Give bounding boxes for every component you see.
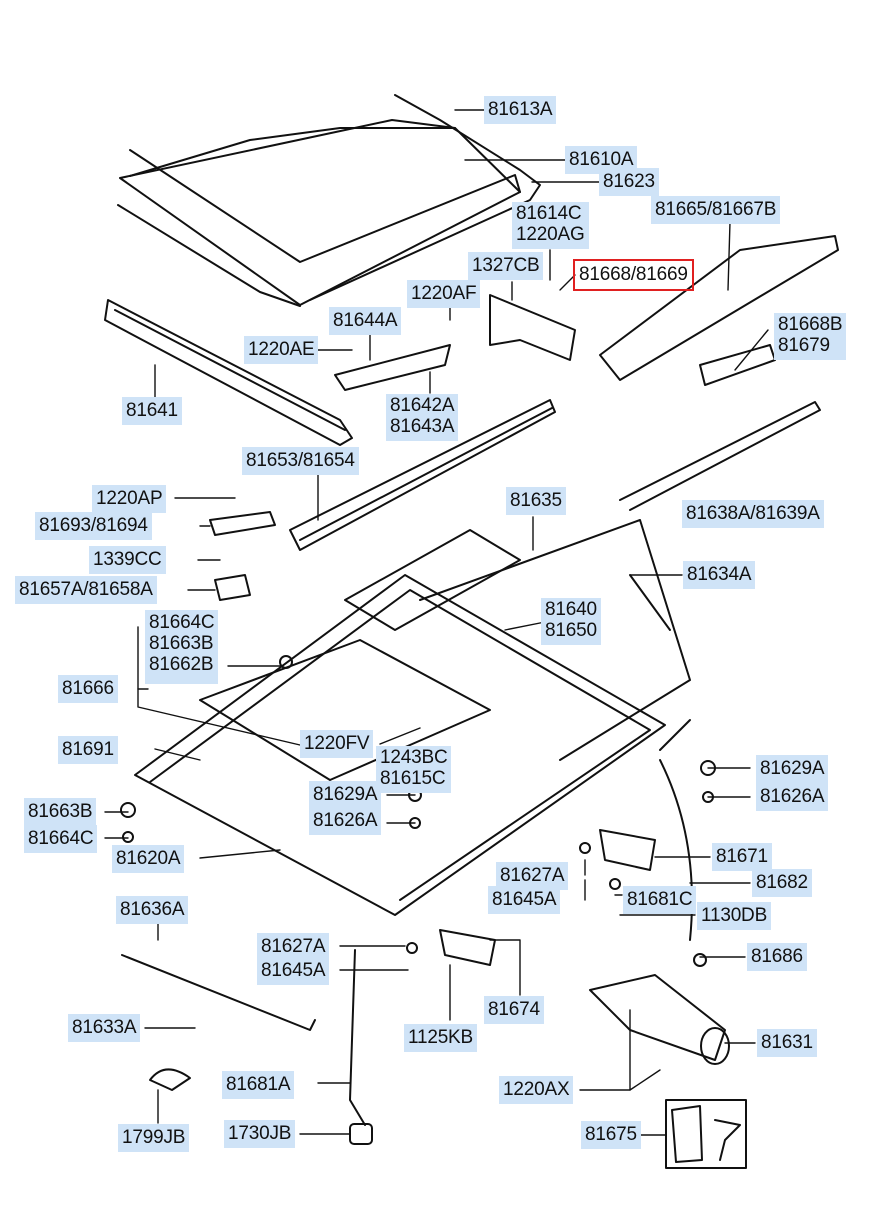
part-label-1220af[interactable]: 1220AF [407, 280, 481, 308]
motor-drawing [589, 974, 730, 1065]
part-label-81691[interactable]: 81691 [58, 736, 118, 764]
part-label-81686[interactable]: 81686 [747, 943, 807, 971]
part-label-81626a-right[interactable]: 81626A [756, 783, 829, 811]
part-label-81623[interactable]: 81623 [599, 168, 659, 196]
part-label-81635[interactable]: 81635 [506, 487, 566, 515]
part-label-81681a[interactable]: 81681A [222, 1071, 295, 1099]
part-label-81636a[interactable]: 81636A [116, 896, 189, 924]
cable-drawing [121, 574, 693, 1126]
part-label-81645a-lower[interactable]: 81645A [257, 957, 330, 985]
part-label-1220fv[interactable]: 1220FV [300, 730, 374, 758]
part-label-1327cb[interactable]: 1327CB [468, 252, 544, 280]
part-label-1220ap[interactable]: 1220AP [92, 485, 167, 513]
part-label-81675[interactable]: 81675 [581, 1121, 641, 1149]
part-label-81613a[interactable]: 81613A [484, 96, 557, 124]
frame-drawing [134, 519, 691, 916]
part-label-81668b-81679[interactable]: 81668B 81679 [774, 313, 847, 360]
part-label-81674[interactable]: 81674 [484, 996, 544, 1024]
weatherstrip-drawing [104, 299, 353, 446]
part-label-1130db[interactable]: 1130DB [697, 902, 772, 930]
part-label-81644a[interactable]: 81644A [329, 307, 402, 335]
small-parts-drawing [120, 294, 776, 1169]
part-label-81666[interactable]: 81666 [58, 675, 118, 703]
part-label-81664c-81663b-81662b[interactable]: 81664C 81663B 81662B [145, 610, 219, 684]
part-label-1220ax[interactable]: 1220AX [499, 1076, 574, 1104]
part-label-81627a-lower[interactable]: 81627A [257, 933, 330, 961]
part-label-81627a-center[interactable]: 81627A [496, 862, 569, 890]
part-label-1125kb[interactable]: 1125KB [404, 1024, 478, 1052]
part-label-1339cc[interactable]: 1339CC [89, 546, 166, 574]
part-label-81614c-1220ag[interactable]: 81614C 1220AG [512, 202, 589, 249]
part-label-81682[interactable]: 81682 [752, 869, 812, 897]
leader-lines [104, 109, 769, 1136]
part-label-81664c[interactable]: 81664C [24, 825, 98, 853]
part-label-1220ae[interactable]: 1220AE [244, 336, 319, 364]
part-label-1799jb[interactable]: 1799JB [118, 1124, 190, 1152]
part-label-81620a[interactable]: 81620A [112, 845, 185, 873]
part-label-81631[interactable]: 81631 [757, 1029, 817, 1057]
part-label-81645a-center[interactable]: 81645A [488, 886, 561, 914]
guide-rail-drawing [289, 235, 839, 551]
part-label-1243bc-81615c[interactable]: 1243BC 81615C [376, 746, 452, 793]
part-label-81629a-center[interactable]: 81629A [309, 781, 382, 809]
part-label-81653-81654[interactable]: 81653/81654 [242, 447, 359, 475]
part-label-81668-81669-highlighted[interactable]: 81668/81669 [573, 259, 694, 291]
part-label-81665-81667b[interactable]: 81665/81667B [651, 196, 781, 224]
part-label-81629a-right[interactable]: 81629A [756, 755, 829, 783]
part-label-81638a-81639a[interactable]: 81638A/81639A [682, 500, 824, 528]
part-label-81641[interactable]: 81641 [122, 397, 182, 425]
part-label-81634a[interactable]: 81634A [683, 561, 756, 589]
part-label-81640-81650[interactable]: 81640 81650 [541, 598, 601, 645]
part-label-81657a-81658a[interactable]: 81657A/81658A [15, 576, 157, 604]
part-label-81633a[interactable]: 81633A [68, 1014, 141, 1042]
part-label-81642a-81643a[interactable]: 81642A 81643A [386, 394, 459, 441]
part-label-81681c[interactable]: 81681C [623, 886, 697, 914]
part-label-1730jb[interactable]: 1730JB [224, 1120, 296, 1148]
part-label-81626a-center[interactable]: 81626A [309, 807, 382, 835]
part-label-81663b[interactable]: 81663B [24, 798, 97, 826]
part-label-81693-81694[interactable]: 81693/81694 [35, 512, 152, 540]
part-label-81671[interactable]: 81671 [712, 843, 772, 871]
